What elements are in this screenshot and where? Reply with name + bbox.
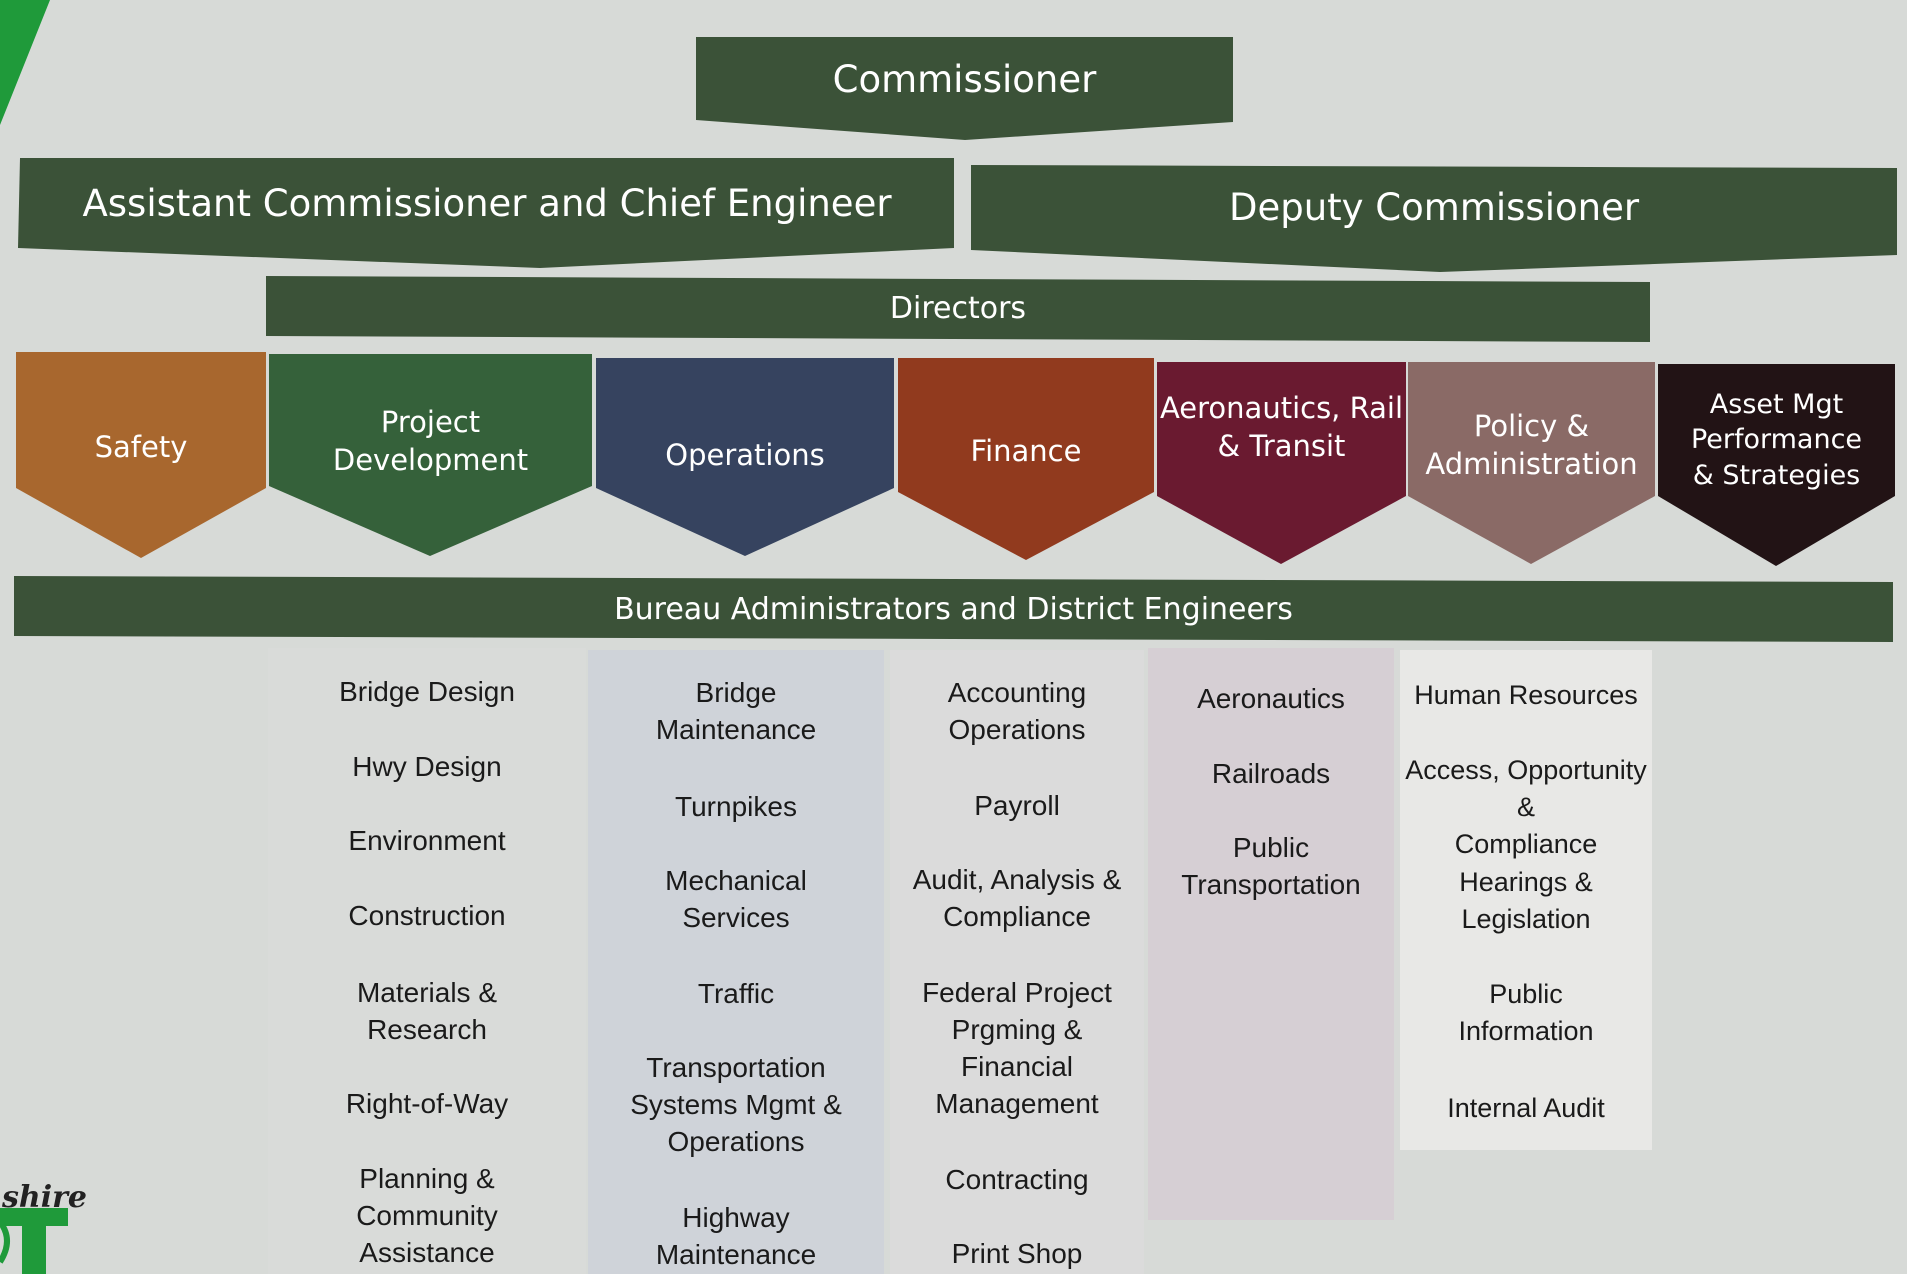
bureau-item: Federal Project Prgming & Financial Mana… xyxy=(922,977,1112,1119)
directors-shape xyxy=(266,276,1650,342)
bureau-item: Transportation Systems Mgmt & Operations xyxy=(630,1052,842,1157)
division-operations: Operations xyxy=(665,438,825,473)
division-project-development: Project Development xyxy=(332,405,529,477)
corner-accent xyxy=(0,0,50,125)
deputy-commissioner-shape xyxy=(971,165,1897,272)
bureau-item: Bridge Maintenance xyxy=(655,677,817,745)
bureau-label: Bureau Administrators and District Engin… xyxy=(614,592,1293,628)
aeronautics-bureaus: Aeronautics Railroads Public Transportat… xyxy=(1148,0,1394,1274)
project-development-bureaus: Bridge Design Hwy Design Environment Con… xyxy=(268,0,586,1274)
bureau-item: Aeronautics xyxy=(1197,683,1345,714)
commissioner-shape xyxy=(696,37,1233,140)
bureau-item: Accounting Operations xyxy=(947,677,1087,745)
division-aeronautics: Aeronautics, Rail & Transit xyxy=(1159,391,1404,463)
logo-script-text: shire xyxy=(2,1180,87,1215)
bureau-item: Turnpikes xyxy=(675,791,797,822)
deputy-commissioner-box: Deputy Commissioner xyxy=(971,166,1897,250)
bureau-item: Hearings & Legislation xyxy=(1459,867,1593,934)
logo-t-stem xyxy=(22,1208,46,1274)
asset-chevron xyxy=(1658,364,1895,566)
operations-chevron xyxy=(596,358,894,556)
bureau-item: Mechanical Services xyxy=(665,865,807,933)
bureau-item: Payroll xyxy=(974,790,1060,821)
bureau-item: Materials & Research xyxy=(356,977,498,1045)
commissioner-box: Commissioner xyxy=(696,40,1233,120)
bureau-item: Railroads xyxy=(1211,758,1331,789)
bureau-item: Audit, Analysis & Compliance xyxy=(912,864,1122,932)
aeronautics-column-bg xyxy=(1148,648,1394,1220)
bureau-item: Highway Maintenance xyxy=(655,1202,817,1270)
bureau-shape xyxy=(14,576,1893,642)
policy-column-bg xyxy=(1400,650,1652,1150)
bureau-item: Contracting xyxy=(945,1164,1089,1195)
aeronautics-chevron xyxy=(1157,362,1406,564)
bureau-item: Environment xyxy=(348,825,506,856)
bureau-item: Print Shop xyxy=(951,1238,1083,1269)
bureau-item: Right-of-Way xyxy=(345,1088,509,1119)
division-policy: Policy & Administration xyxy=(1425,409,1638,481)
bureau-box: Bureau Administrators and District Engin… xyxy=(14,580,1893,640)
project-development-column-bg xyxy=(268,648,586,1274)
division-safety: Safety xyxy=(94,430,188,465)
operations-column-bg xyxy=(588,650,884,1274)
assistant-commissioner-box: Assistant Commissioner and Chief Enginee… xyxy=(20,160,954,248)
directors-box: Directors xyxy=(266,278,1650,340)
operations-bureaus: Bridge Maintenance Turnpikes Mechanical … xyxy=(588,0,884,1274)
bureau-item: Hwy Design xyxy=(352,751,502,782)
project-development-chevron xyxy=(269,354,592,556)
bureau-item: Internal Audit xyxy=(1447,1093,1605,1123)
assistant-commissioner-shape xyxy=(18,158,954,268)
bureau-item: Public Transportation xyxy=(1181,832,1361,900)
commissioner-label: Commissioner xyxy=(832,57,1097,101)
safety-chevron xyxy=(16,352,266,558)
bureau-item: Construction xyxy=(348,900,506,931)
bureau-item: Public Information xyxy=(1458,979,1594,1046)
policy-chevron xyxy=(1408,362,1655,564)
bureau-item: Traffic xyxy=(697,978,775,1009)
finance-column-bg xyxy=(890,650,1144,1274)
finance-chevron xyxy=(898,358,1154,560)
division-finance: Finance xyxy=(970,434,1082,469)
bureau-item: Human Resources xyxy=(1414,680,1638,710)
finance-bureaus: Accounting Operations Payroll Audit, Ana… xyxy=(890,0,1144,1274)
bureau-item: Planning & Community Assistance xyxy=(356,1163,498,1268)
logo-curve xyxy=(0,1220,10,1264)
bureau-item: Bridge Design xyxy=(339,676,515,707)
bureau-item: Access, Opportunity & Compliance xyxy=(1405,755,1647,859)
assistant-commissioner-label: Assistant Commissioner and Chief Enginee… xyxy=(82,181,892,225)
deputy-commissioner-label: Deputy Commissioner xyxy=(1228,185,1640,229)
policy-bureaus: Human Resources Access, Opportunity & Co… xyxy=(1400,0,1652,1274)
division-asset: Asset Mgt Performance & Strategies xyxy=(1690,389,1863,491)
directors-label: Directors xyxy=(889,291,1027,327)
